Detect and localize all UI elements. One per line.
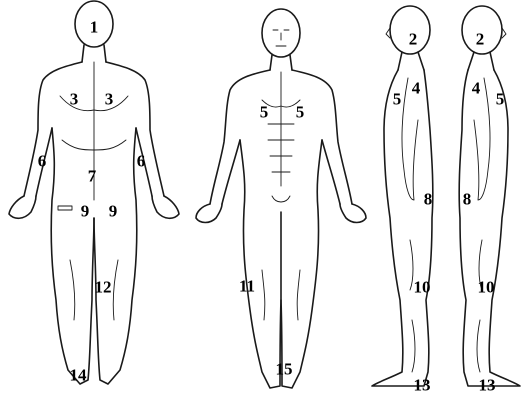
label-back-hip-left: 9 <box>81 203 90 220</box>
label-back-head: 1 <box>90 19 99 36</box>
label-back-shoulder-right: 3 <box>105 91 114 108</box>
label-side1-hip: 8 <box>424 191 433 208</box>
label-side2-hip: 8 <box>463 191 472 208</box>
label-back-elbow-right: 6 <box>137 153 146 170</box>
label-side1-knee: 10 <box>414 279 431 296</box>
label-side1-foot: 13 <box>414 377 431 394</box>
label-back-hip-right: 9 <box>109 203 118 220</box>
back-view-figure <box>9 1 179 384</box>
label-front-chest-left: 5 <box>260 104 269 121</box>
label-side2-knee: 10 <box>478 279 495 296</box>
label-front-knee: 11 <box>239 278 255 295</box>
label-back-shoulder-left: 3 <box>70 91 79 108</box>
label-front-feet: 15 <box>276 361 293 378</box>
label-side2-foot: 13 <box>479 377 496 394</box>
label-front-chest-right: 5 <box>296 104 305 121</box>
label-side2-chest: 5 <box>496 91 505 108</box>
front-view-figure <box>196 9 366 388</box>
label-back-calf: 12 <box>95 279 112 296</box>
label-side1-neck: 2 <box>409 31 418 48</box>
label-side2-neck: 2 <box>476 31 485 48</box>
label-back-elbow-left: 6 <box>38 153 47 170</box>
label-side1-shoulder: 4 <box>412 80 421 97</box>
label-back-lower: 7 <box>88 168 97 185</box>
label-side2-shoulder: 4 <box>472 80 481 97</box>
label-back-heel: 14 <box>70 367 87 384</box>
label-side1-chest: 5 <box>393 91 402 108</box>
